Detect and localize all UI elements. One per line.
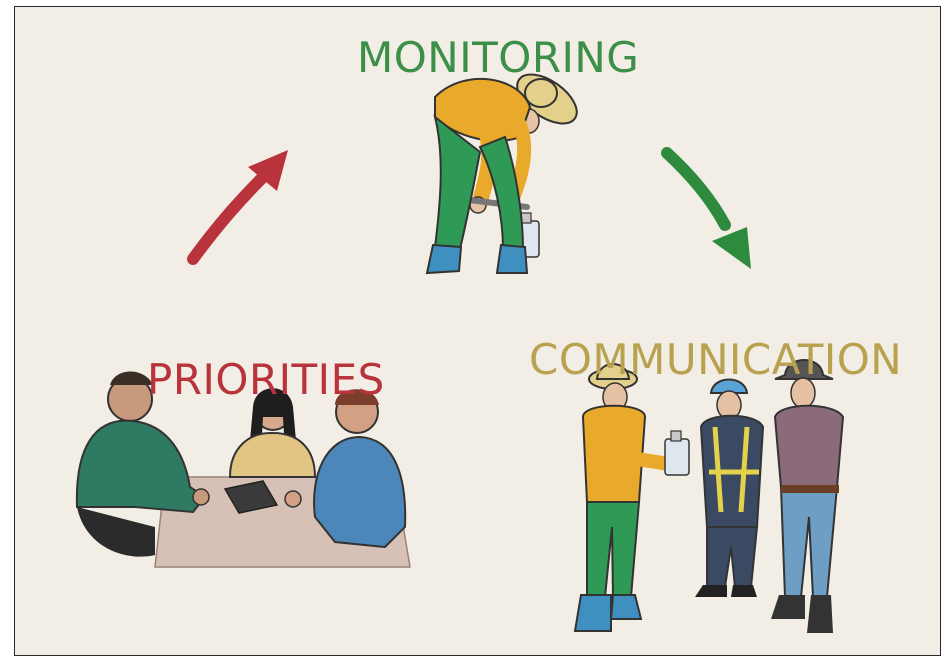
monitoring-label: MONITORING bbox=[357, 33, 640, 82]
communication-label: COMMUNICATION bbox=[529, 335, 903, 384]
red-arrow-icon bbox=[187, 150, 288, 265]
workers-talking-icon bbox=[573, 359, 845, 633]
farmer-sampling-water-icon bbox=[425, 73, 578, 275]
people-meeting-at-table-icon bbox=[75, 371, 411, 568]
cycle-diagram: MONITORING PRIORITIES COMMUNICATION bbox=[14, 6, 941, 656]
priorities-label: PRIORITIES bbox=[147, 355, 385, 404]
diagram-graphics bbox=[75, 73, 845, 633]
green-arrow-icon bbox=[661, 147, 751, 269]
